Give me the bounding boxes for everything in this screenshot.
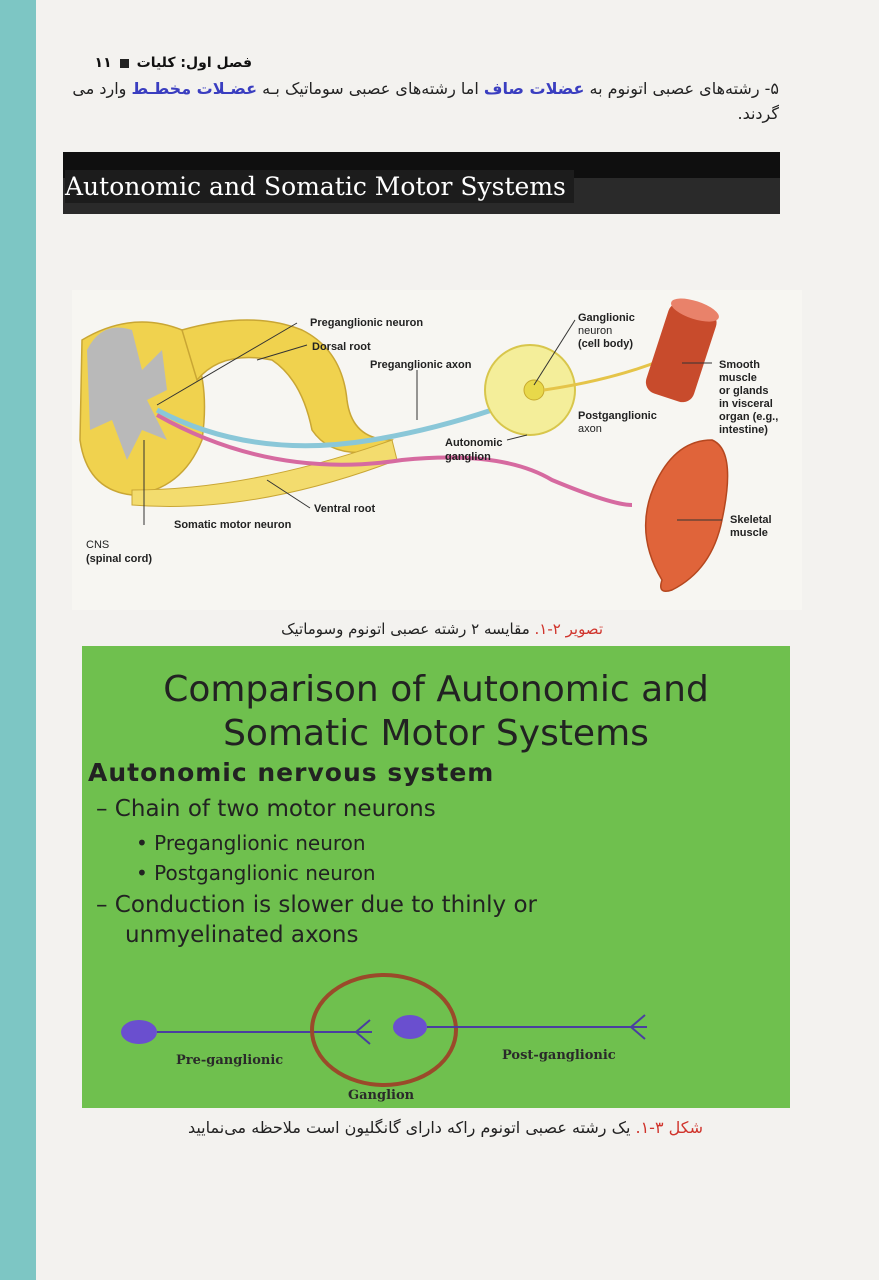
label-cns: CNS: [86, 539, 109, 551]
caption-text: یک رشته عصبی اتونوم راکه دارای گانگلیون …: [187, 1118, 636, 1137]
skeletal-muscle-illustration: [644, 439, 729, 592]
section-banner: Autonomic and Somatic Motor Systems: [63, 152, 780, 214]
label-smooth-muscle: in visceral: [719, 398, 773, 410]
somatic-axon: [156, 413, 633, 507]
effector-synapse-icon: [629, 1014, 646, 1040]
label-smooth-muscle: Smooth: [719, 359, 760, 371]
slide-title: Comparison of Autonomic and Somatic Moto…: [82, 668, 790, 756]
slide-heading: Autonomic nervous system: [88, 758, 495, 787]
paragraph-text: ۵- رشته‌های عصبی اتونوم به: [584, 79, 780, 98]
paragraph-text: اما رشته‌های عصبی سوماتیک بـه: [257, 79, 484, 98]
chapter-title: فصل اول: کلیات: [136, 55, 252, 71]
label-somatic-motor-neuron: Somatic motor neuron: [174, 519, 292, 531]
keyword-striated-muscle: عضـلات مخطـط: [131, 79, 258, 98]
label-smooth-muscle: muscle: [719, 372, 757, 384]
ganglion-label: Ganglion: [348, 1088, 415, 1103]
caption-label: شکل ۳-۱.: [635, 1118, 703, 1137]
label-ventral-root: Ventral root: [314, 503, 375, 515]
label-smooth-muscle: or glands: [719, 385, 769, 397]
slide-point: – Chain of two motor neurons: [96, 796, 436, 822]
paragraph-text: وارد می گردند.: [72, 79, 779, 123]
motor-systems-figure: Preganglionic neuron Dorsal root Pregang…: [72, 290, 802, 610]
ganglionic-cell-body: [523, 379, 545, 401]
label-ganglionic-neuron: (cell body): [578, 338, 633, 350]
label-skeletal-muscle: Skeletal: [730, 514, 772, 526]
preganglionic-cell-body: [121, 1020, 157, 1044]
ganglion-diagram: Pre-ganglionic Post-ganglionic Ganglion: [121, 973, 647, 1103]
figure2-caption: شکل ۳-۱. یک رشته عصبی اتونوم راکه دارای …: [188, 1118, 703, 1137]
label-ganglionic-neuron: Ganglionic: [578, 312, 635, 324]
spinal-cord-illustration: [79, 319, 398, 508]
page-number: ۱۱: [94, 55, 112, 71]
keyword-smooth-muscle: عضلات صاف: [483, 79, 585, 98]
label-dorsal-root: Dorsal root: [312, 341, 371, 353]
label-smooth-muscle: intestine): [719, 424, 768, 436]
caption-text: مقایسه ۲ رشته عصبی اتونوم وسوماتیک: [281, 620, 535, 638]
slide-subpoint: • Postganglionic neuron: [136, 861, 376, 885]
slide-point-line: – Conduction is slower due to thinly or: [96, 892, 538, 918]
label-cns: (spinal cord): [86, 553, 152, 565]
page-header: فصل اول: کلیات ۱۱: [72, 52, 252, 74]
synapse-icon: [354, 1019, 371, 1045]
label-smooth-muscle: organ (e.g.,: [719, 411, 778, 423]
label-skeletal-muscle: muscle: [730, 527, 768, 539]
post-ganglionic-label: Post-ganglionic: [502, 1048, 616, 1063]
slide-point-line: unmyelinated axons: [125, 922, 359, 948]
slide-point: – Conduction is slower due to thinly or …: [96, 890, 537, 950]
label-postganglionic-axon: axon: [578, 423, 602, 435]
label-postganglionic-axon: Postganglionic: [578, 410, 657, 422]
slide-subpoint: • Preganglionic neuron: [136, 831, 366, 855]
label-ganglionic-neuron: neuron: [578, 325, 612, 337]
label-preganglionic-axon: Preganglionic axon: [370, 359, 472, 371]
banner-title: Autonomic and Somatic Motor Systems: [65, 170, 574, 203]
label-preganglionic-neuron: Preganglionic neuron: [310, 317, 423, 329]
slide-title-line: Somatic Motor Systems: [223, 713, 649, 754]
square-bullet-icon: [119, 58, 129, 68]
postganglionic-cell-body: [393, 1015, 427, 1039]
ganglion-circle: [310, 973, 458, 1087]
body-paragraph: ۵- رشته‌های عصبی اتونوم به عضلات صاف اما…: [69, 76, 779, 126]
label-autonomic-ganglion: ganglion: [445, 451, 491, 463]
caption-label: تصویر ۲-۱.: [534, 620, 603, 638]
slide-title-line: Comparison of Autonomic and: [163, 669, 709, 710]
pre-ganglionic-label: Pre-ganglionic: [176, 1053, 283, 1068]
figure1-caption: تصویر ۲-۱. مقایسه ۲ رشته عصبی اتونوم وسو…: [281, 620, 603, 638]
smooth-muscle-illustration: [645, 298, 719, 403]
label-autonomic-ganglion: Autonomic: [445, 437, 502, 449]
comparison-slide: Comparison of Autonomic and Somatic Moto…: [82, 646, 790, 1108]
